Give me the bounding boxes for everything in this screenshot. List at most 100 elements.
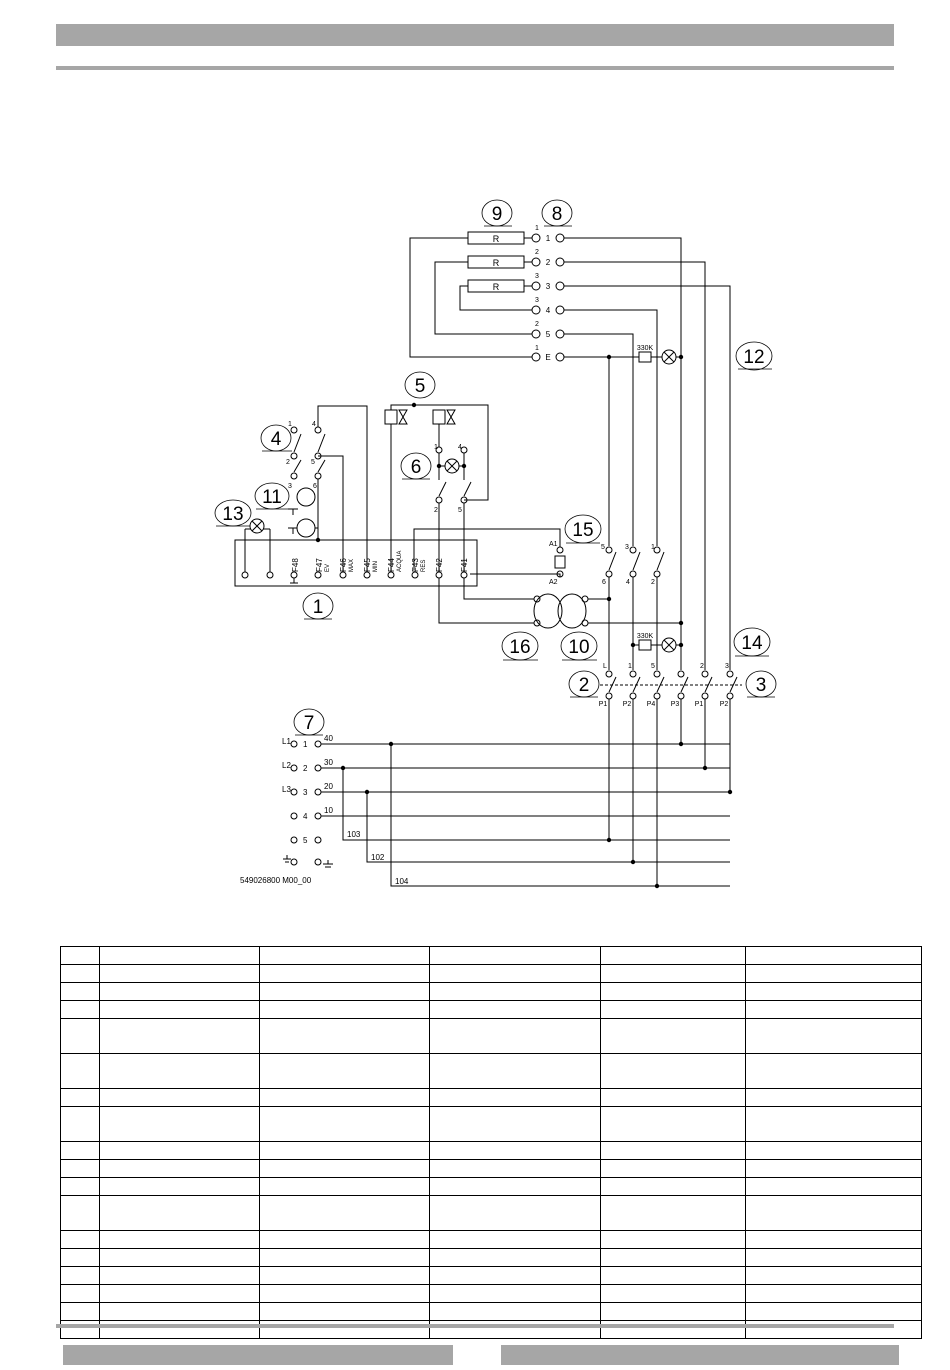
legend-cell (745, 1284, 922, 1303)
legend-cell (99, 1000, 260, 1019)
legend-cell (745, 946, 922, 965)
legend-cell (99, 1284, 260, 1303)
svg-text:6: 6 (602, 579, 606, 586)
legend-row (60, 1053, 922, 1089)
header-bar (56, 24, 894, 46)
legend-cell (259, 1141, 430, 1160)
legend-row (60, 1106, 922, 1142)
legend-cell (600, 1000, 746, 1019)
legend-cell (600, 1141, 746, 1160)
pin-f48: F48 (291, 558, 300, 572)
legend-cell (745, 982, 922, 1001)
legend-cell (745, 1302, 922, 1321)
t7-l1: L1 (282, 737, 291, 746)
legend-cell (259, 1195, 430, 1231)
wire-20: 20 (324, 782, 333, 791)
svg-text:5: 5 (311, 459, 315, 466)
pin-note-acqua: ACQUA (397, 551, 403, 572)
legend-cell (600, 1302, 746, 1321)
legend-cell (745, 1106, 922, 1142)
svg-text:5: 5 (458, 507, 462, 514)
legend-cell (600, 1106, 746, 1142)
t9-label-4: 3 (535, 297, 539, 304)
legend-row (60, 1230, 922, 1249)
legend-cell (600, 1053, 746, 1089)
svg-text:4: 4 (458, 444, 462, 451)
legend-cell (745, 1159, 922, 1178)
t9-label-2: 2 (535, 249, 539, 256)
legend-cell (429, 1195, 601, 1231)
legend-cell (259, 1248, 430, 1267)
t7-1: 1 (303, 740, 308, 749)
legend-cell (99, 1018, 260, 1054)
callout-10: 10 (568, 637, 589, 658)
legend-cell (60, 1053, 100, 1089)
svg-text:2: 2 (651, 579, 655, 586)
legend-cell (600, 1088, 746, 1107)
callout-15: 15 (572, 520, 593, 541)
contactor-top-3: 3 (725, 663, 729, 670)
callout-11: 11 (262, 487, 282, 508)
legend-cell (745, 1018, 922, 1054)
t9-label-1: 1 (535, 225, 539, 232)
legend-cell (60, 964, 100, 983)
callout-8: 8 (552, 204, 563, 225)
legend-cell (600, 1266, 746, 1285)
t7-2: 2 (303, 764, 308, 773)
legend-row (60, 1284, 922, 1303)
pin-note-max: MAX (349, 559, 355, 572)
legend-cell (600, 964, 746, 983)
pin-f43: F43 (411, 558, 420, 572)
t8-label-4: 4 (546, 306, 551, 315)
callout-5: 5 (415, 376, 426, 397)
legend-cell (60, 1284, 100, 1303)
callout-circles (214, 199, 777, 736)
legend-cell (429, 1302, 601, 1321)
contactor2-p1: P1 (599, 701, 608, 708)
legend-row (60, 1018, 922, 1054)
legend-cell (429, 1106, 601, 1142)
legend-row (60, 1302, 922, 1321)
legend-cell (60, 1159, 100, 1178)
legend-cell (60, 1248, 100, 1267)
legend-cell (99, 1266, 260, 1285)
footer-rule (56, 1324, 894, 1328)
svg-text:1: 1 (651, 544, 655, 551)
callout-6: 6 (411, 457, 422, 478)
legend-cell (600, 1159, 746, 1178)
legend-cell (60, 1018, 100, 1054)
pin-f46: F46 (339, 558, 348, 572)
contactor-top-2: 2 (700, 663, 704, 670)
contactor-top-5: 5 (651, 663, 655, 670)
legend-cell (99, 1248, 260, 1267)
svg-text:1: 1 (288, 421, 292, 428)
svg-text:3: 3 (288, 483, 292, 490)
legend-cell (429, 1053, 601, 1089)
callout-9: 9 (492, 204, 503, 225)
t8-label-3: 3 (546, 282, 551, 291)
legend-cell (99, 1177, 260, 1196)
callout-1: 1 (313, 597, 324, 618)
legend-cell (429, 1177, 601, 1196)
callout-2: 2 (579, 675, 590, 696)
t7-4: 4 (303, 812, 308, 821)
pin-note-min: MIN (373, 561, 379, 572)
legend-cell (60, 1266, 100, 1285)
legend-cell (600, 1195, 746, 1231)
legend-cell (259, 1177, 430, 1196)
svg-text:2: 2 (434, 507, 438, 514)
legend-cell (429, 1018, 601, 1054)
legend-cell (429, 1088, 601, 1107)
legend-cell (745, 1266, 922, 1285)
legend-cell (600, 1177, 746, 1196)
legend-row (60, 982, 922, 1001)
legend-cell (745, 1088, 922, 1107)
legend-row (60, 1159, 922, 1178)
legend-row (60, 1141, 922, 1160)
earth-icon (283, 578, 333, 868)
callout-12: 12 (743, 347, 764, 368)
legend-cell (429, 946, 601, 965)
relay-pin-a1: A1 (549, 541, 558, 548)
wire-40: 40 (324, 734, 333, 743)
t8-label-e: E (545, 353, 550, 362)
